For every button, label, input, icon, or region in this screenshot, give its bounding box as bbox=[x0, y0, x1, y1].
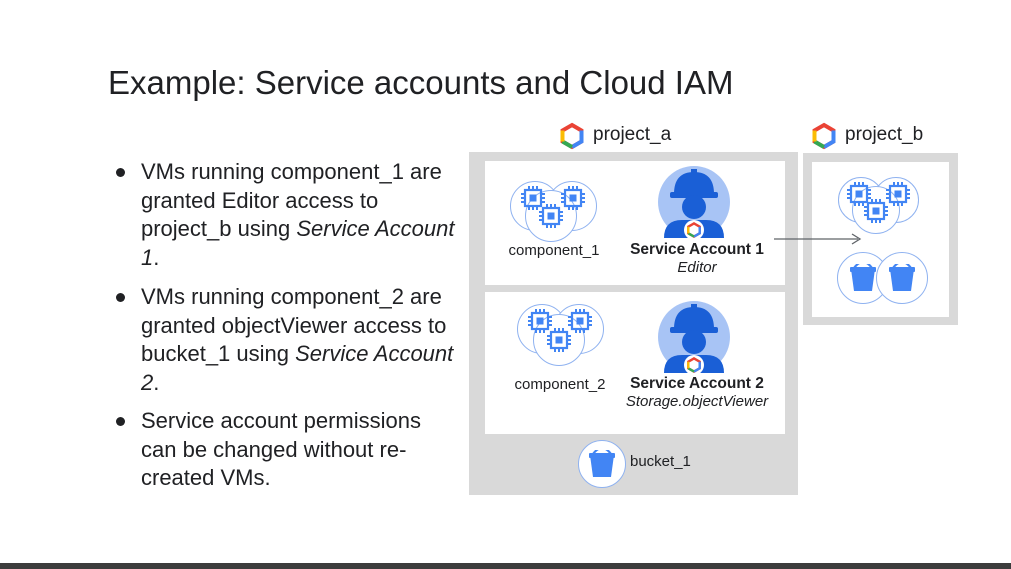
arrow-icon bbox=[774, 233, 862, 245]
sa1-name: Service Account 1 bbox=[630, 241, 764, 258]
sa2-name: Service Account 2 bbox=[630, 375, 764, 392]
service-account-1: Service Account 1 Editor bbox=[622, 241, 772, 276]
bullet-3-text: Service account permissions can be chang… bbox=[141, 408, 422, 490]
component-2-label: component_2 bbox=[514, 376, 606, 393]
bullet-1-italic: Service Account 1 bbox=[141, 216, 455, 270]
bullet-dot bbox=[116, 168, 125, 177]
bucket-label: bucket_1 bbox=[630, 453, 691, 470]
bucket-icon bbox=[849, 264, 877, 293]
bullet-1-end: . bbox=[153, 244, 160, 270]
compute-chip-icon bbox=[863, 198, 889, 224]
project-b-label: project_b bbox=[845, 124, 924, 145]
bullet-dot bbox=[116, 417, 125, 426]
sa2-role: Storage.objectViewer bbox=[625, 393, 769, 410]
bullet-2-italic: Service Account 2 bbox=[141, 341, 454, 395]
project-a-label: project_a bbox=[593, 124, 672, 145]
bottom-bar bbox=[0, 563, 1011, 569]
slide-title: Example: Service accounts and Cloud IAM bbox=[108, 64, 734, 101]
bucket-icon bbox=[588, 450, 616, 479]
bullet-2-end: . bbox=[153, 369, 160, 395]
sa1-role: Editor bbox=[677, 259, 717, 276]
compute-chip-icon bbox=[546, 327, 572, 353]
service-account-icon bbox=[657, 300, 731, 374]
bullet-2-text: VMs running component_2 are granted obje… bbox=[141, 284, 447, 366]
bullet-1-text: VMs running component_1 are granted Edit… bbox=[141, 159, 442, 241]
bucket-icon bbox=[888, 264, 916, 293]
bullet-dot bbox=[116, 293, 125, 302]
service-account-2: Service Account 2 Storage.objectViewer bbox=[612, 375, 782, 410]
gcp-logo-icon bbox=[560, 123, 584, 149]
service-account-icon bbox=[657, 165, 731, 239]
compute-chip-icon bbox=[538, 203, 564, 229]
component-1-label: component_1 bbox=[508, 242, 600, 259]
gcp-logo-icon bbox=[812, 123, 836, 149]
